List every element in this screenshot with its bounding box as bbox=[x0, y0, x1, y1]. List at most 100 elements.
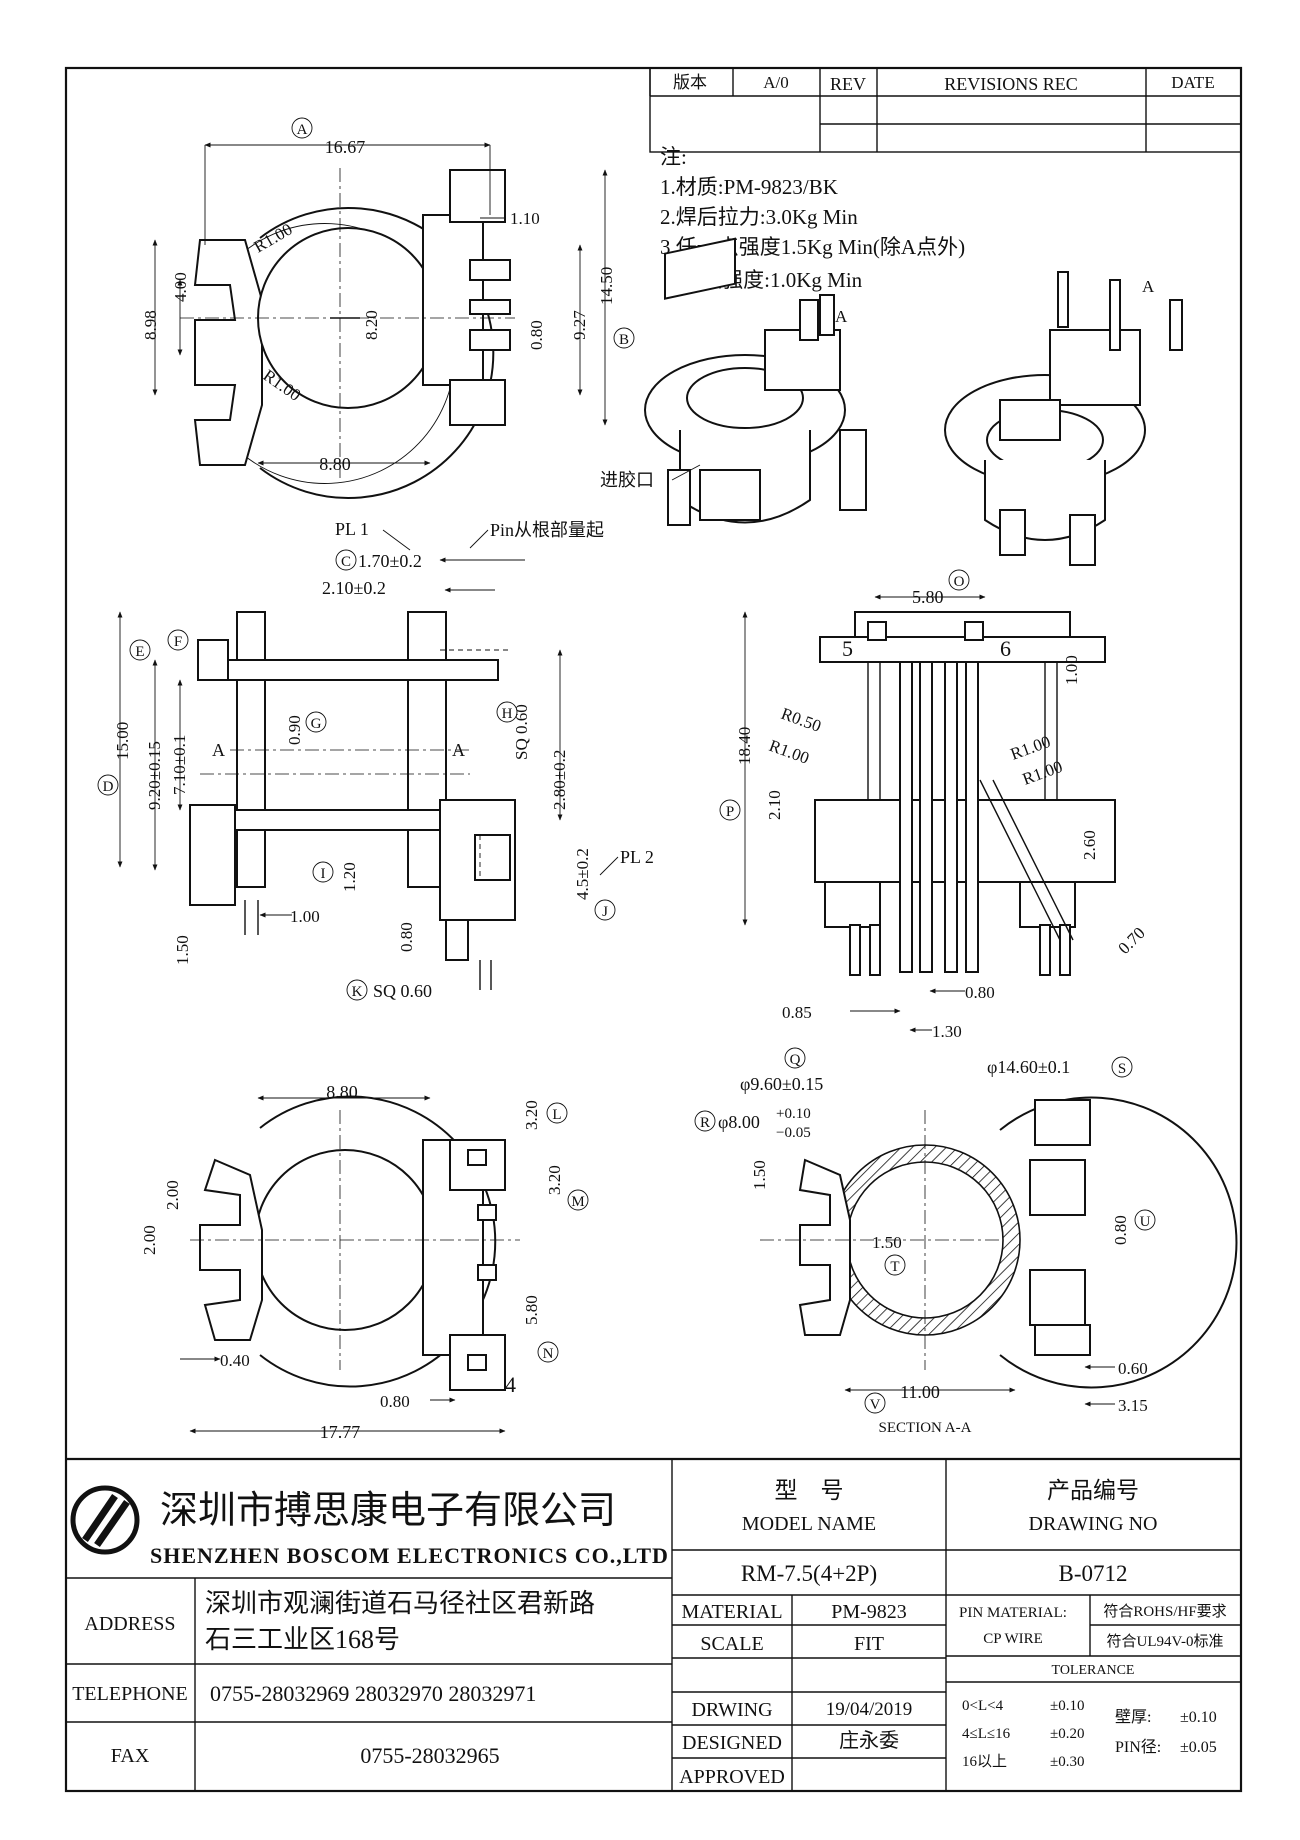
dim-b-height: 14.50 bbox=[597, 267, 616, 305]
scale-value: FIT bbox=[854, 1633, 884, 1655]
section-view: Q φ9.60±0.15 φ14.60±0.1 S R φ8.00 +0.10 … bbox=[694, 1047, 1238, 1436]
marker-r: R bbox=[700, 1115, 710, 1131]
approved-label: APPROVED bbox=[679, 1766, 785, 1788]
model-value: RM-7.5(4+2P) bbox=[741, 1561, 877, 1586]
dim-l: 3.20 bbox=[522, 1100, 541, 1130]
wall-val: ±0.10 bbox=[1180, 1709, 1217, 1726]
material-value: PM-9823 bbox=[831, 1601, 907, 1623]
dim-1-50-v: 1.50 bbox=[750, 1160, 769, 1190]
telephone-label: TELEPHONE bbox=[72, 1683, 188, 1705]
marker-v: V bbox=[870, 1397, 881, 1413]
dim-s: φ14.60±0.1 bbox=[987, 1057, 1070, 1077]
version-value: A/0 bbox=[763, 73, 789, 92]
pin-material-label: PIN MATERIAL: bbox=[959, 1605, 1067, 1621]
pin-6: 6 bbox=[1000, 636, 1011, 661]
pin-material-value: CP WIRE bbox=[983, 1631, 1043, 1647]
marker-d: D bbox=[103, 779, 114, 795]
tol-row3: 16以上 bbox=[962, 1753, 1007, 1770]
dim-1-00: 1.00 bbox=[290, 907, 320, 926]
sec-a-left: A bbox=[212, 740, 225, 760]
dim-e: 9.20±0.15 bbox=[145, 741, 164, 810]
dim-bore-v: 8.20 bbox=[362, 310, 381, 340]
pl2: PL 2 bbox=[620, 847, 654, 867]
marker-j: J bbox=[602, 904, 608, 920]
dim-2-60: 2.60 bbox=[1080, 830, 1099, 860]
marker-t: T bbox=[890, 1259, 899, 1275]
marker-b: B bbox=[619, 332, 629, 348]
dim-2-10: 2.10 bbox=[765, 790, 784, 820]
date-label: DATE bbox=[1171, 73, 1214, 92]
dim-4-5: 4.5±0.2 bbox=[573, 848, 592, 900]
drawing-value: B-0712 bbox=[1059, 1561, 1128, 1586]
note-1: 1.材质:PM-9823/BK bbox=[660, 175, 838, 199]
notes-heading: 注: bbox=[660, 145, 687, 169]
iso-a-1: A bbox=[835, 307, 848, 326]
tol-val2: ±0.20 bbox=[1050, 1726, 1084, 1742]
dim-pin-offset: 1.10 bbox=[510, 209, 540, 228]
dim-h: SQ 0.60 bbox=[512, 704, 531, 760]
rev-label: REV bbox=[830, 74, 866, 94]
dim-0-80: 0.80 bbox=[397, 922, 416, 952]
dim-r-minus: −0.05 bbox=[776, 1125, 811, 1141]
dim-n: 5.80 bbox=[522, 1295, 541, 1325]
company-logo-icon bbox=[70, 1485, 140, 1555]
dim-k: SQ 0.60 bbox=[373, 981, 432, 1001]
dim-0-80: 0.80 bbox=[380, 1392, 410, 1411]
address-label: ADDRESS bbox=[84, 1613, 175, 1635]
marker-m: M bbox=[571, 1194, 584, 1210]
marker-q: Q bbox=[790, 1052, 801, 1068]
address-line1: 深圳市观澜街道石马径社区君新路 bbox=[205, 1589, 595, 1618]
marker-e: E bbox=[135, 644, 144, 660]
dim-t: 1.50 bbox=[872, 1233, 902, 1252]
dim-overall-left: 8.98 bbox=[141, 310, 160, 340]
pin-note: Pin从根部量起 bbox=[490, 520, 604, 540]
address-line2: 石三工业区168号 bbox=[205, 1625, 400, 1654]
r100a: R1.00 bbox=[767, 736, 812, 768]
designed-label: DESIGNED bbox=[682, 1732, 782, 1754]
fax: 0755-28032965 bbox=[360, 1743, 499, 1768]
dim-2-80: 2.80±0.2 bbox=[550, 750, 569, 810]
telephone: 0755-28032969 28032970 28032971 bbox=[210, 1681, 536, 1706]
gate-label: 进胶口 bbox=[600, 470, 654, 490]
dim-0-80: 0.80 bbox=[965, 983, 995, 1002]
marker-i: I bbox=[321, 866, 326, 882]
tol-row1: 0<L<4 bbox=[962, 1698, 1004, 1714]
r100c: R1.00 bbox=[1020, 757, 1065, 789]
dim-overall: 17.77 bbox=[320, 1422, 361, 1442]
dim-0-70: 0.70 bbox=[1114, 923, 1148, 957]
revisions-label: REVISIONS REC bbox=[944, 74, 1078, 94]
tol-val1: ±0.10 bbox=[1050, 1698, 1084, 1714]
dim-d: 15.00 bbox=[113, 722, 132, 760]
bottom-view: 8.80 3.20 L 3.20 M 2.00 2.00 5.80 N 4 0.… bbox=[140, 1082, 589, 1442]
drawing-cn: 产品编号 bbox=[1047, 1478, 1139, 1503]
pin-dia-val: ±0.05 bbox=[1180, 1739, 1217, 1756]
dim-pin-pitch: 0.80 bbox=[527, 320, 546, 350]
note-2: 2.焊后拉力:3.0Kg Min bbox=[660, 205, 858, 229]
dim-u: 0.80 bbox=[1111, 1215, 1130, 1245]
top-view: 16.67 A R1.00 R1.00 1.10 4.00 8.98 8.20 … bbox=[141, 117, 635, 499]
marker-g: G bbox=[311, 716, 322, 732]
dim-0-85: 0.85 bbox=[782, 1003, 812, 1022]
dim-slot: 4.00 bbox=[171, 272, 190, 302]
dim-1-00: 1.00 bbox=[1062, 655, 1081, 685]
version-label: 版本 bbox=[673, 73, 707, 92]
dim-p: 18.40 bbox=[735, 727, 754, 765]
dim-r: φ8.00 bbox=[718, 1112, 760, 1132]
dim-bore-w: 8.80 bbox=[319, 454, 351, 474]
dim-q: φ9.60±0.15 bbox=[740, 1074, 823, 1094]
tol-val3: ±0.30 bbox=[1050, 1754, 1084, 1770]
sec-a-right: A bbox=[452, 740, 465, 760]
marker-n: N bbox=[543, 1346, 554, 1362]
dim-1-50: 1.50 bbox=[173, 935, 192, 965]
dim-0-60: 0.60 bbox=[1118, 1359, 1148, 1378]
marker-h: H bbox=[502, 706, 513, 722]
dim-left-a: 2.00 bbox=[163, 1180, 182, 1210]
designed-value: 庄永委 bbox=[839, 1729, 899, 1752]
marker-p: P bbox=[726, 804, 734, 820]
wall-label: 壁厚: bbox=[1115, 1707, 1151, 1726]
marker-c: C bbox=[341, 554, 351, 570]
dim-width: 8.80 bbox=[326, 1082, 358, 1102]
dim-m: 3.20 bbox=[545, 1165, 564, 1195]
drawing-en: DRAWING NO bbox=[1029, 1513, 1158, 1535]
